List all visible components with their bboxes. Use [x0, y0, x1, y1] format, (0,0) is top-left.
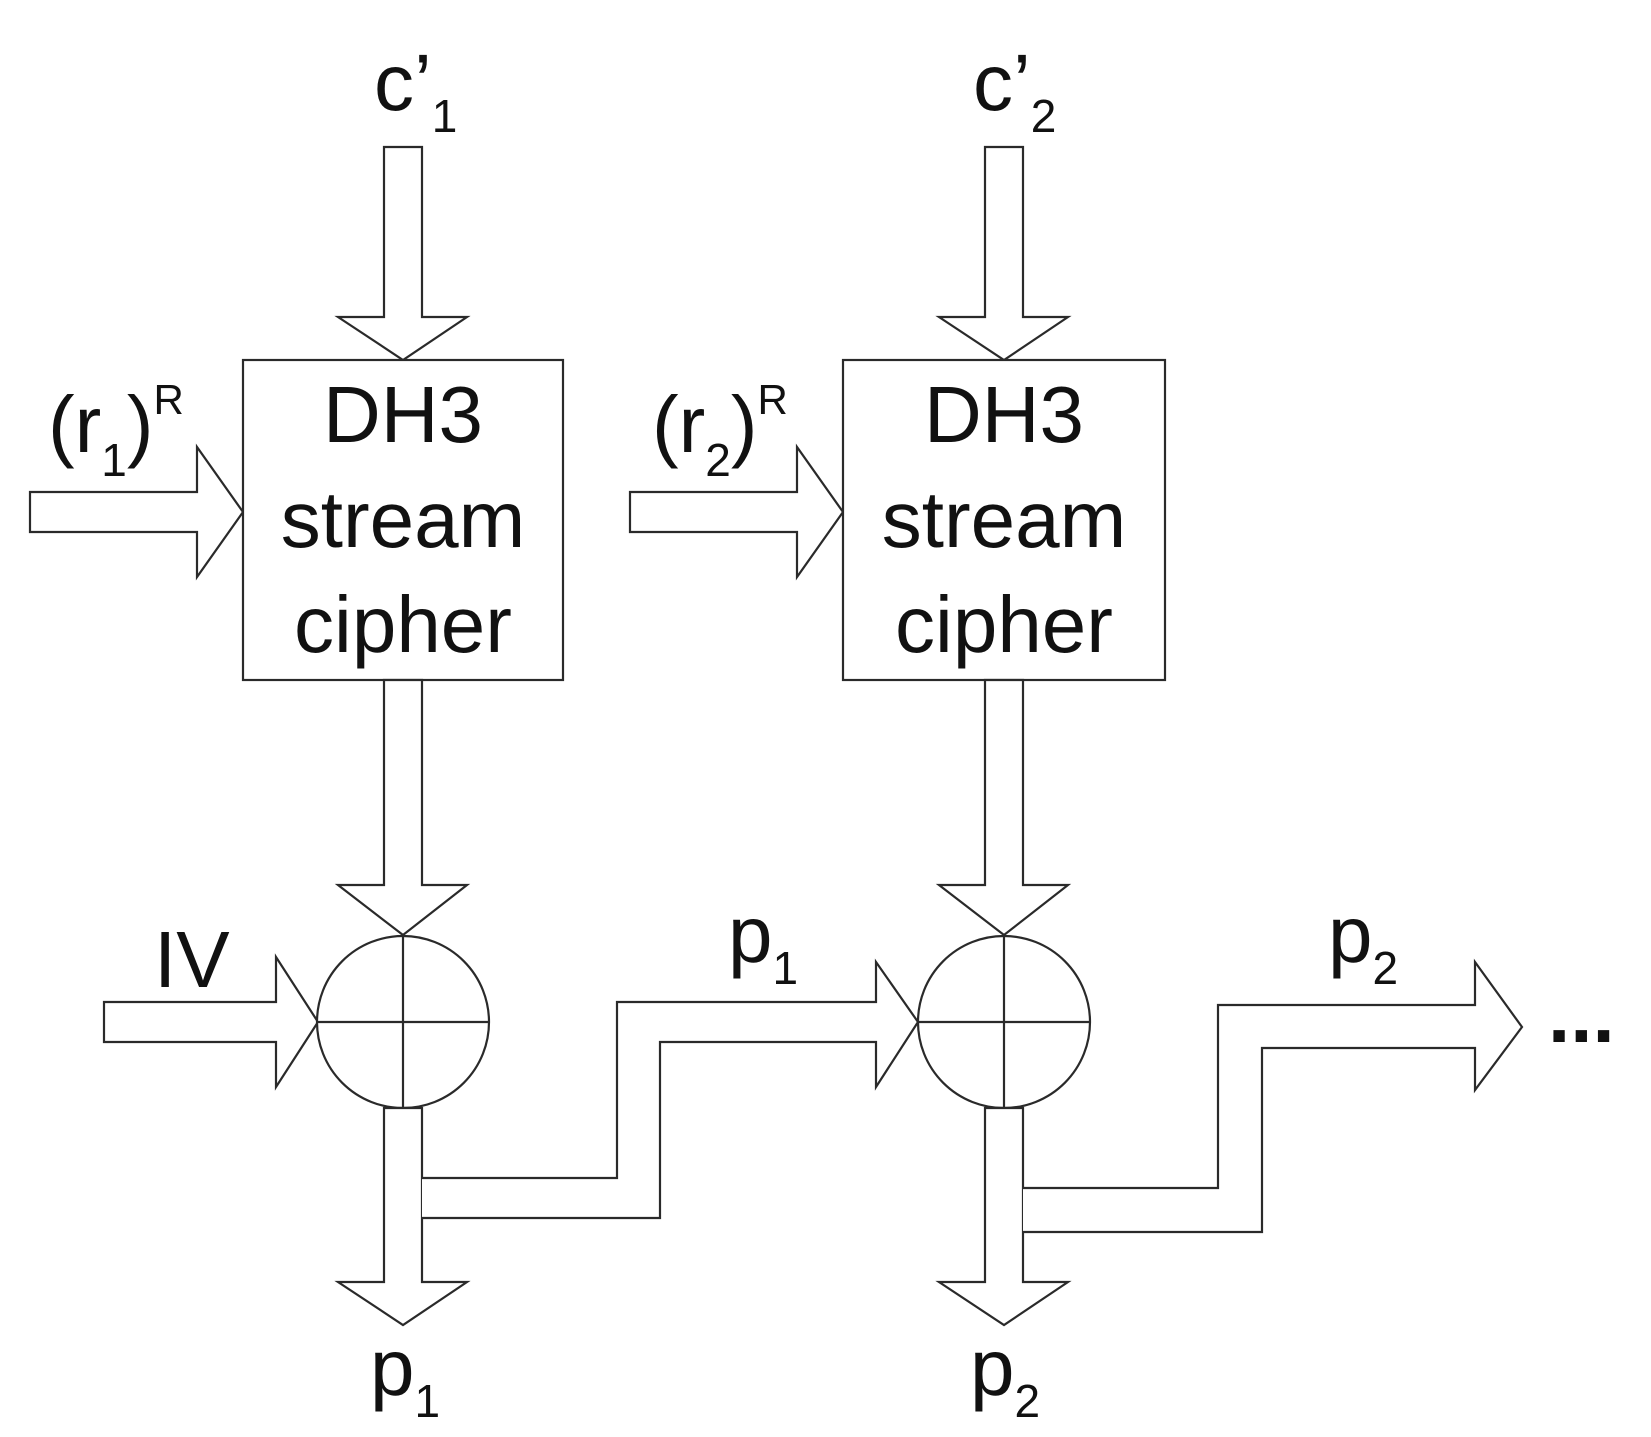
- c2-input-arrow: [935, 145, 1072, 362]
- p2-output-label: p2: [970, 1323, 1040, 1427]
- box2-line-3: cipher: [895, 580, 1113, 669]
- p1-output-arrow: [334, 1106, 471, 1327]
- iv-label: IV: [154, 915, 230, 1004]
- r1-input-arrow: [28, 443, 245, 581]
- p1-chain-arrow: [422, 958, 920, 1220]
- continuation-ellipsis: ...: [1548, 970, 1615, 1059]
- xor-operator-1: [315, 934, 491, 1110]
- p1-output-label: p1: [370, 1323, 440, 1427]
- dh3-stream-cipher-box-1: [241, 358, 565, 682]
- r2-label: (r2)R: [652, 376, 788, 486]
- box2-line-2: stream: [882, 475, 1127, 564]
- box2-line-1: DH3: [924, 370, 1084, 459]
- keystream-arrow-2: [935, 678, 1072, 937]
- p2-output-arrow: [935, 1106, 1072, 1327]
- r2-input-arrow: [628, 443, 845, 581]
- dh3-stream-cipher-box-2: [841, 358, 1167, 682]
- xor-operator-2: [916, 934, 1092, 1110]
- p1-chain-label: p1: [728, 890, 798, 994]
- c1-label: c’1: [374, 38, 457, 142]
- p2-chain-label: p2: [1328, 890, 1398, 994]
- iv-input-arrow: [102, 953, 320, 1091]
- box1-line-3: cipher: [294, 580, 512, 669]
- box1-line-1: DH3: [323, 370, 483, 459]
- keystream-arrow-1: [334, 678, 471, 937]
- c1-input-arrow: [334, 145, 471, 362]
- box1-line-2: stream: [281, 475, 526, 564]
- p2-chain-arrow: [1023, 958, 1524, 1234]
- c2-label: c’2: [973, 38, 1056, 142]
- r1-label: (r1)R: [48, 376, 184, 486]
